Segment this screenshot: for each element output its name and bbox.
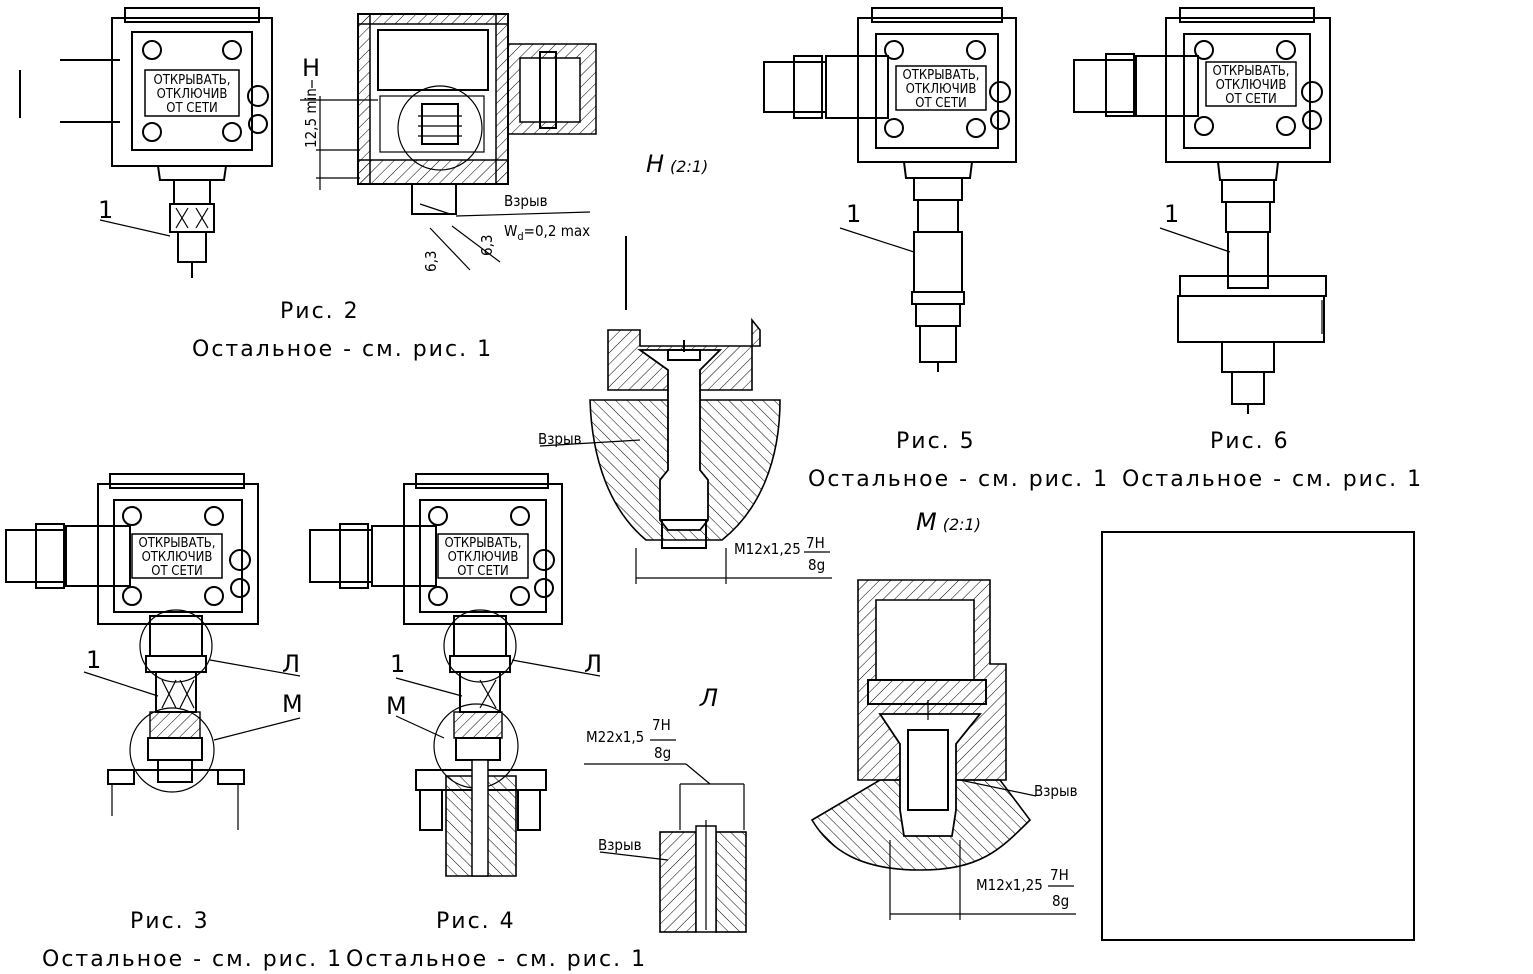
view-L-thread: М22х1,5: [586, 728, 644, 746]
view-M-title: М(2:1): [916, 508, 981, 536]
fig3-plate-line2: ОТКЛЮЧИВ: [142, 550, 213, 565]
fig6-callout-1: 1: [1164, 200, 1179, 228]
fig5-note: Остальное - см. рис. 1: [808, 467, 1109, 492]
view-M-tol-bottom: 8g: [1052, 892, 1069, 910]
fig4-caption: Рис. 4: [436, 909, 516, 934]
view-M-tol-top: 7Н: [1050, 866, 1069, 884]
fig4-callout-M: М: [386, 692, 407, 720]
fig4-callout-1: 1: [390, 650, 405, 678]
fig2-plate-line1: ОТКРЫВАТЬ,: [154, 73, 231, 88]
fig4-plate-line3: ОТ СЕТИ: [457, 564, 509, 579]
fig2-callout-H: Н: [302, 54, 320, 82]
fig6-view: ОТКРЫВАТЬ, ОТКЛЮЧИВ ОТ СЕТИ 1: [1073, 7, 1331, 414]
fig2-plate-line3: ОТ СЕТИ: [166, 101, 218, 116]
fig2-plate-line2: ОТКЛЮЧИВ: [157, 87, 228, 102]
view-L-detail: Л М22х1,5 7Н 8g Взрыв: [584, 684, 747, 933]
fig6-plate-line1: ОТКРЫВАТЬ,: [1213, 64, 1290, 79]
fig5-view: ОТКРЫВАТЬ, ОТКЛЮЧИВ ОТ СЕТИ 1: [763, 7, 1017, 372]
fig6-plate-line3: ОТ СЕТИ: [1225, 92, 1277, 107]
fig2-weld-label: Взрыв: [504, 192, 548, 210]
fig2-note: Остальное - см. рис. 1: [192, 337, 493, 362]
view-H-weld: Взрыв: [538, 430, 582, 448]
blank-frame: [1101, 531, 1415, 941]
fig3-view: ОТКРЫВАТЬ, ОТКЛЮЧИВ ОТ СЕТИ 1 Л М: [5, 473, 303, 830]
fig5-plate-line3: ОТ СЕТИ: [915, 96, 967, 111]
fig6-note: Остальное - см. рис. 1: [1122, 467, 1423, 492]
fig6-caption: Рис. 6: [1210, 429, 1290, 454]
fig4-view: ОТКРЫВАТЬ, ОТКЛЮЧИВ ОТ СЕТИ 1 Л М: [309, 473, 602, 877]
fig2-front-view: ОТКРЫВАТЬ, ОТКЛЮЧИВ ОТ СЕТИ 1: [19, 7, 273, 278]
fig5-plate-line1: ОТКРЫВАТЬ,: [903, 68, 980, 83]
fig2-section-view: Н 12,5 min Взрыв Wd=0,2 max 6,3 6,3: [300, 13, 597, 272]
fig5-callout-1: 1: [846, 200, 861, 228]
view-L-weld: Взрыв: [598, 836, 642, 854]
view-H-title: Н(2:1): [646, 150, 708, 178]
fig4-plate-line1: ОТКРЫВАТЬ,: [445, 536, 522, 551]
fig4-plate-line2: ОТКЛЮЧИВ: [448, 550, 519, 565]
fig2-callout-1: 1: [98, 196, 113, 224]
fig4-note: Остальное - см. рис. 1: [346, 947, 647, 972]
fig3-callout-1: 1: [86, 646, 101, 674]
fig2-dim-min: 12,5 min: [302, 88, 320, 148]
fig2-rough-b: 6,3: [478, 235, 496, 256]
view-L-tol-bottom: 8g: [654, 744, 671, 762]
view-H-thread: М12х1,25: [734, 540, 801, 558]
fig6-plate-line2: ОТКЛЮЧИВ: [1216, 78, 1287, 93]
view-H-detail: Н(2:1) Взрыв М12х1,25 7Н 8g: [538, 150, 832, 584]
fig3-callout-M: М: [282, 690, 303, 718]
view-L-title: Л: [699, 684, 718, 712]
fig4-callout-L: Л: [584, 650, 602, 678]
view-M-detail: М(2:1) Взрыв М12х1,25 7Н 8g: [810, 508, 1078, 920]
fig3-plate-line3: ОТ СЕТИ: [151, 564, 203, 579]
fig3-callout-L: Л: [282, 650, 300, 678]
view-M-weld: Взрыв: [1034, 782, 1078, 800]
view-H-tol-top: 7Н: [806, 534, 825, 552]
fig3-note: Остальное - см. рис. 1: [42, 947, 343, 972]
fig2-caption: Рис. 2: [280, 299, 360, 324]
fig2-wd: Wd=0,2 max: [504, 222, 590, 243]
view-M-thread: М12х1,25: [976, 876, 1043, 894]
fig3-caption: Рис. 3: [130, 909, 210, 934]
fig5-caption: Рис. 5: [896, 429, 976, 454]
fig5-plate-line2: ОТКЛЮЧИВ: [906, 82, 977, 97]
fig2-rough-a: 6,3: [422, 251, 440, 272]
view-H-tol-bottom: 8g: [808, 556, 825, 574]
fig3-plate-line1: ОТКРЫВАТЬ,: [139, 536, 216, 551]
view-L-tol-top: 7Н: [652, 716, 671, 734]
